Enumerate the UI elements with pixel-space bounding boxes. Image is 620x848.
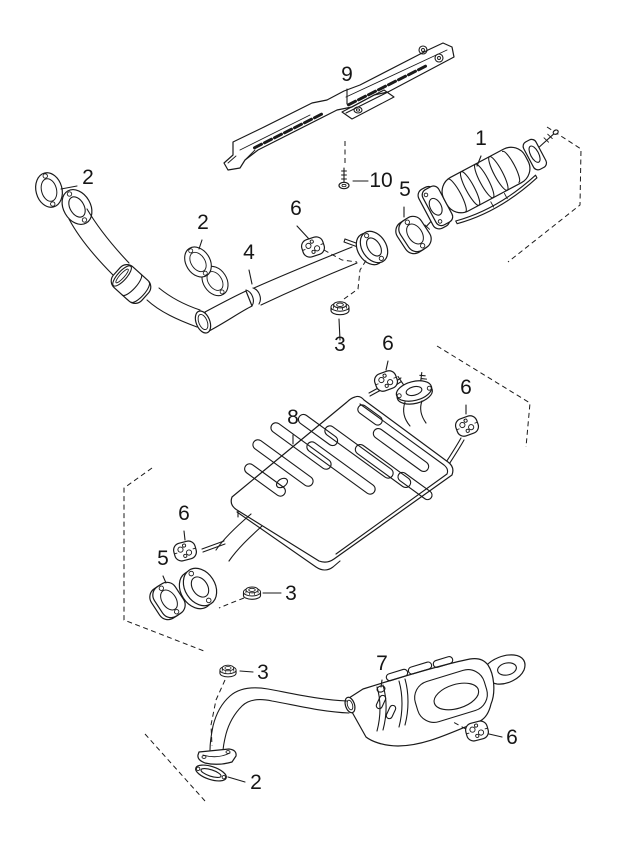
callout-dashed-leader	[343, 258, 368, 300]
callout-label: 6	[290, 197, 302, 220]
reference-boundary-lines	[123, 126, 582, 802]
shield-slots	[253, 64, 427, 150]
callout-leader	[239, 670, 254, 673]
callout-leader	[198, 239, 203, 250]
callout-leader	[338, 318, 341, 341]
boundary-line	[436, 345, 531, 448]
callout-leader	[380, 679, 383, 688]
callout-leader	[183, 530, 186, 541]
hanger-part	[452, 413, 482, 439]
nut-part	[242, 586, 262, 600]
flange-gasket-part	[195, 764, 227, 782]
callout-label: 7	[376, 652, 388, 675]
inlet-flange	[395, 372, 433, 405]
callout-label: 8	[287, 406, 299, 429]
callout-label: 10	[369, 169, 392, 192]
callout-dashed-leader	[218, 597, 245, 609]
callout-label: 6	[506, 726, 518, 749]
callout-leader	[488, 733, 503, 738]
boundary-line	[144, 733, 206, 802]
callout-leader	[60, 185, 78, 190]
callout-dashed-leader	[210, 679, 226, 747]
flange-gasket-part	[391, 211, 436, 259]
callout-leader	[296, 225, 310, 240]
callout-dashed-leader	[323, 249, 358, 263]
callout-leader	[248, 269, 253, 285]
callout-label: 6	[178, 502, 190, 525]
heat-shield-part	[223, 42, 455, 171]
callout-label: 4	[243, 241, 255, 264]
callout-label: 9	[341, 63, 353, 86]
callout-label: 2	[250, 771, 262, 794]
rear-muffler-part	[195, 654, 526, 782]
flange-gasket-part	[31, 169, 67, 211]
catalytic-converter-part	[413, 129, 559, 241]
callout-label: 2	[197, 211, 209, 234]
callout-label: 3	[334, 333, 346, 356]
callout-leader	[385, 360, 389, 371]
callout-dashed-leader	[452, 721, 467, 730]
nut-part	[219, 664, 237, 678]
hanger-part	[371, 368, 401, 394]
callout-label: 5	[157, 547, 169, 570]
callout-label: 3	[285, 582, 297, 605]
callout-leader	[227, 776, 246, 783]
nut-part	[330, 301, 350, 316]
outlet-flange	[178, 567, 218, 610]
bolt-part	[338, 167, 350, 190]
callout-label: 2	[82, 166, 94, 189]
front-pipe-part	[31, 169, 389, 334]
callout-label: 6	[460, 376, 472, 399]
callout-leader	[476, 155, 482, 167]
boundary-line	[507, 126, 582, 263]
hanger-part	[171, 538, 199, 564]
callout-label: 3	[257, 661, 269, 684]
callout-label: 6	[382, 332, 394, 355]
callout-label: 5	[399, 178, 411, 201]
muffler-ribs	[244, 404, 433, 501]
hanger-part	[299, 234, 327, 260]
callout-leader	[162, 575, 167, 584]
center-muffler-part	[201, 372, 465, 571]
boundary-line	[123, 467, 205, 652]
callout-label: 1	[475, 127, 487, 150]
